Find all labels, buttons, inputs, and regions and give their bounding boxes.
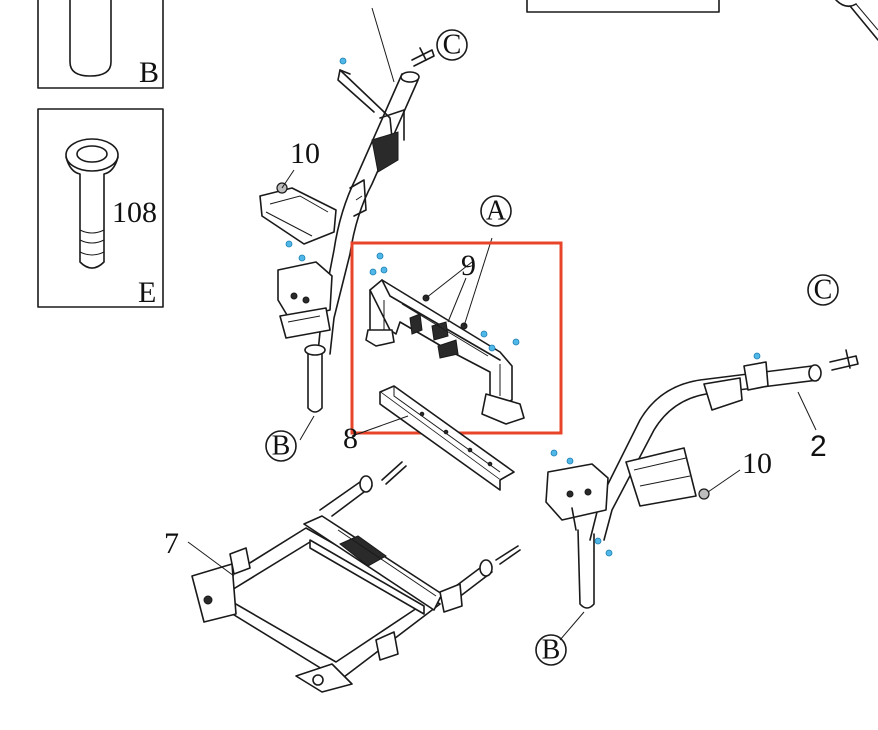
label-2: 2 bbox=[810, 430, 827, 463]
label-10-top: 10 bbox=[290, 137, 320, 170]
label-10-right: 10 bbox=[742, 447, 772, 480]
blue-screws bbox=[285, 57, 761, 557]
callout-c-right: C bbox=[807, 274, 839, 306]
callout-b-bottom-text: B bbox=[542, 635, 561, 666]
right-upright-frame bbox=[545, 349, 859, 609]
inset-box-b-label: B bbox=[139, 56, 159, 89]
callout-c-top: C bbox=[436, 29, 468, 61]
top-right-partial-part bbox=[835, 0, 878, 41]
callout-a-text: A bbox=[486, 196, 507, 227]
callout-b-left-text: B bbox=[272, 431, 291, 462]
bar-part-8 bbox=[351, 385, 515, 491]
inset-box-e-part-number: 108 bbox=[112, 196, 157, 229]
callout-b-bottom: B bbox=[535, 634, 567, 666]
label-9: 9 bbox=[461, 249, 476, 282]
crossbar-part-9 bbox=[365, 237, 525, 425]
callout-b-left: B bbox=[265, 430, 297, 462]
callout-c-right-text: C bbox=[814, 275, 833, 306]
seat-frame-part-7 bbox=[187, 461, 521, 693]
label-7: 7 bbox=[164, 527, 179, 560]
top-partial-box bbox=[526, 0, 720, 13]
inset-box-e: 108 E bbox=[37, 108, 164, 309]
inset-box-b: B bbox=[37, 0, 164, 89]
callout-a: A bbox=[480, 195, 512, 227]
callout-c-top-text: C bbox=[443, 30, 462, 61]
leader-lines bbox=[281, 169, 741, 641]
left-upright-frame bbox=[259, 7, 435, 413]
label-8: 8 bbox=[343, 422, 358, 455]
inset-box-e-label: E bbox=[138, 276, 156, 309]
